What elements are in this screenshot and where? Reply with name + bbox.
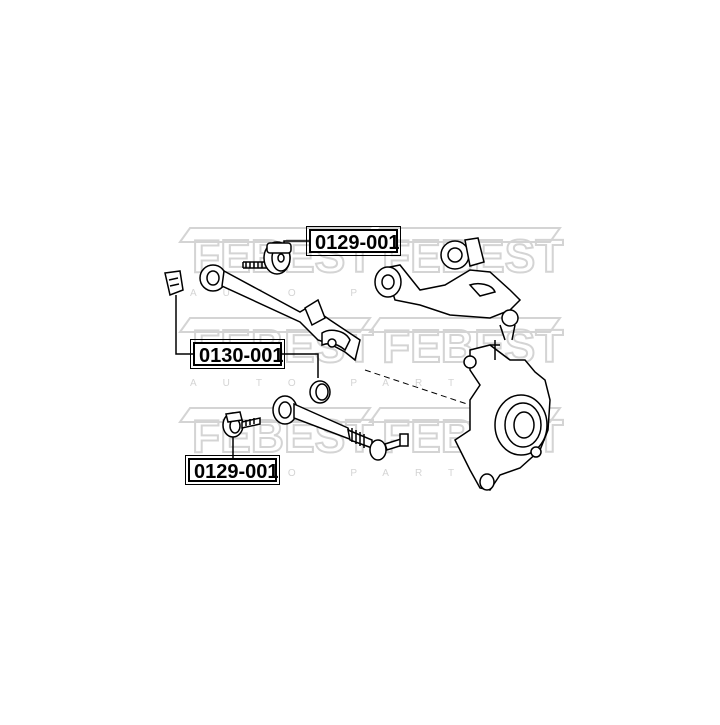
part-number-label-upper[interactable]: 0129-001 (306, 226, 401, 256)
knuckle-hub (454, 340, 551, 491)
leader-mid-left (175, 295, 193, 355)
svg-text:AUTO PARTS: AUTO PARTS (190, 378, 513, 389)
leader-lines (175, 240, 319, 458)
lower-link (272, 395, 409, 461)
bushing-small-left (164, 270, 184, 297)
part-number-label-lower[interactable]: 0129-001 (185, 455, 280, 485)
lower-arm (199, 264, 361, 362)
svg-text:AUTO PARTS: AUTO PARTS (190, 288, 513, 299)
svg-text:AUTO PARTS: AUTO PARTS (190, 468, 513, 479)
leader-mid-right (282, 353, 319, 378)
upper-arm (374, 237, 522, 341)
bushing-lower-left (222, 411, 261, 438)
bushing-mid (309, 380, 331, 404)
bushing-top (242, 241, 292, 275)
part-number-label-middle[interactable]: 0130-001 (190, 339, 285, 369)
